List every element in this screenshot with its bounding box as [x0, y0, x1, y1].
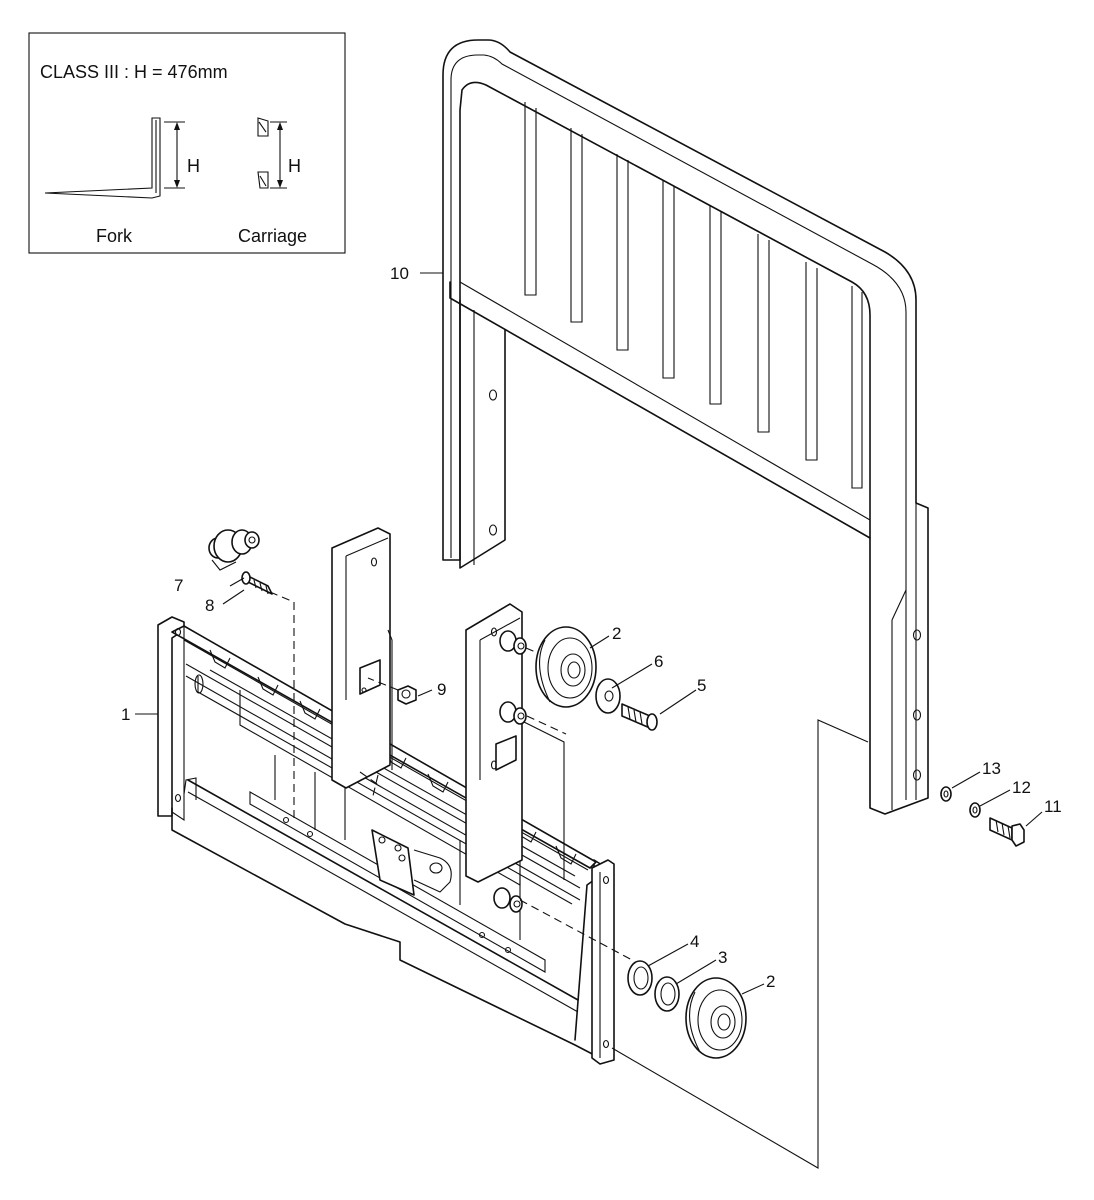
- carriage-studs: [493, 630, 527, 913]
- callout-9: 9: [437, 680, 446, 699]
- part-3-shim: [654, 976, 680, 1012]
- callout-4: 4: [690, 932, 699, 951]
- part-12-lock-washer: [969, 802, 981, 818]
- callout-5: 5: [697, 676, 706, 695]
- part-11-bolt: [989, 817, 1025, 847]
- callout-2-lower: 2: [766, 972, 775, 991]
- callout-11: 11: [1044, 797, 1062, 816]
- fork-profile-figure: H: [44, 117, 200, 199]
- fork-label: Fork: [96, 226, 133, 246]
- callout-6: 6: [654, 652, 663, 671]
- carriage-profile-figure: H: [257, 117, 301, 189]
- class-inset: CLASS III : H = 476mm H H Fork Carr: [28, 32, 346, 254]
- part-8-bolt: [241, 571, 273, 595]
- callout-leaders: [135, 272, 1043, 995]
- inset-frame: [28, 32, 346, 254]
- part-2-roller-lower: [685, 977, 747, 1059]
- callout-3: 3: [718, 948, 727, 967]
- carriage-left-upright: [331, 527, 393, 789]
- callout-1: 1: [121, 705, 130, 724]
- callout-10: 10: [390, 264, 409, 283]
- part-9-nut: [397, 685, 417, 705]
- carriage-label: Carriage: [238, 226, 307, 246]
- inset-class-label: CLASS III : H = 476mm: [40, 62, 228, 82]
- load-backrest: [442, 39, 929, 815]
- callout-8: 8: [205, 596, 214, 615]
- part-13-washer: [940, 786, 952, 802]
- callout-labels: 10 1 7 8 9 2 6 5 4 3 2 13 12 11: [121, 264, 1062, 991]
- carriage-right-upright: [465, 603, 565, 913]
- alignment-lines: [269, 591, 869, 1169]
- callout-13: 13: [982, 759, 1001, 778]
- part-5-screw: [621, 703, 658, 731]
- fork-h-label: H: [187, 156, 200, 176]
- part-7-stud-roller: [208, 529, 260, 571]
- callout-7: 7: [174, 576, 183, 595]
- callout-2-upper: 2: [612, 624, 621, 643]
- part-4-shim: [627, 960, 653, 996]
- callout-12: 12: [1012, 778, 1031, 797]
- part-2-roller-upper: [535, 626, 597, 708]
- carriage-h-label: H: [288, 156, 301, 176]
- part-6-washer: [595, 678, 621, 714]
- backrest-bars: [524, 102, 863, 489]
